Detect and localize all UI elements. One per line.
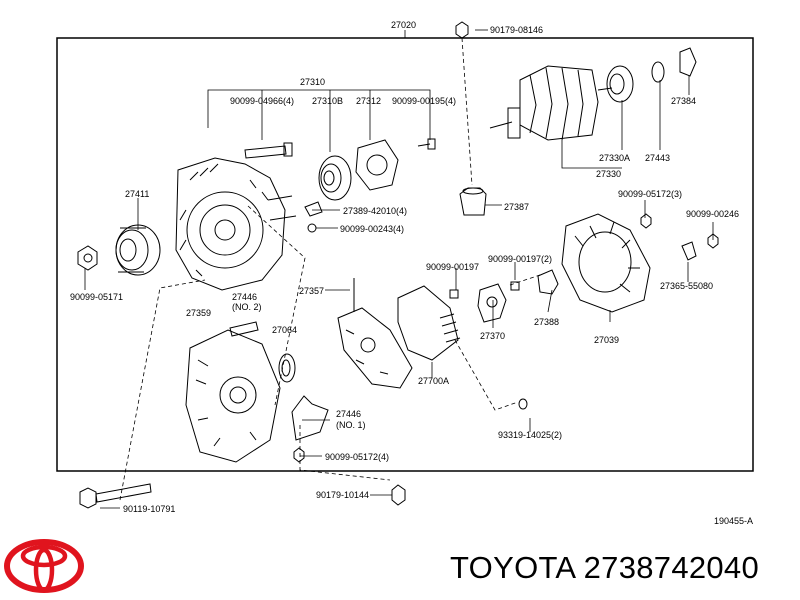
- rotor-27330: [489, 65, 613, 141]
- studs: [267, 195, 297, 221]
- nut-90099-05172-4: [293, 447, 305, 463]
- label-27370: 27370: [480, 331, 505, 341]
- label-27365-55080: 27365-55080: [660, 281, 713, 291]
- label-27039: 27039: [594, 335, 619, 345]
- label-27064: 27064: [272, 325, 297, 335]
- screw-90099-00195: [417, 138, 436, 150]
- part-labels: 27020 90179-08146 27310 90099-04966(4) 2…: [70, 20, 753, 526]
- label-27443: 27443: [645, 153, 670, 163]
- insulator-27446-no1: [291, 395, 329, 441]
- through-bolt-90119-10791: [79, 483, 152, 509]
- label-27700a: 27700A: [418, 376, 449, 386]
- label-93319-14025: 93319-14025(2): [498, 430, 562, 440]
- screw-93319-14025: [518, 398, 528, 410]
- label-27384: 27384: [671, 96, 696, 106]
- leader-lines: [84, 29, 714, 509]
- label-27446-no2-note: (NO. 2): [232, 302, 262, 312]
- insulator-27446-no2: [229, 321, 259, 337]
- washer-27389: [304, 201, 323, 217]
- dashed-alignment-lines: [119, 37, 541, 501]
- terminal-27370: [477, 283, 507, 323]
- plate-27388: [537, 269, 559, 295]
- label-90099-00197: 90099-00197: [426, 262, 479, 272]
- label-27446-no2: 27446: [232, 292, 257, 302]
- label-90099-00243: 90099-00243(4): [340, 224, 404, 234]
- pulley-27411: [115, 224, 161, 276]
- nut-90099-05171: [77, 245, 98, 271]
- label-90099-05172-3: 90099-05172(3): [618, 189, 682, 199]
- label-27359: 27359: [186, 308, 211, 318]
- bolt-27310-left: [244, 142, 293, 159]
- label-27020: 27020: [391, 20, 416, 30]
- label-27389-42010: 27389-42010(4): [343, 206, 407, 216]
- label-27446-no1: 27446: [336, 409, 361, 419]
- ring-27443: [651, 61, 665, 83]
- bearing-27310b: [318, 155, 352, 201]
- label-90099-04966: 90099-04966(4): [230, 96, 294, 106]
- regulator-27700a: [397, 285, 461, 361]
- gasket-27064: [278, 353, 296, 383]
- label-27312: 27312: [356, 96, 381, 106]
- brand-part-caption: TOYOTA 2738742040: [450, 550, 759, 586]
- nut-90179-10144: [391, 484, 406, 506]
- label-27446-no1-note: (NO. 1): [336, 420, 366, 430]
- rear-cover-27039: [561, 213, 651, 313]
- label-90099-05172-4: 90099-05172(4): [325, 452, 389, 462]
- label-27330: 27330: [596, 169, 621, 179]
- screw-90099-00243: [307, 223, 317, 233]
- brand-maker: TOYOTA: [450, 550, 575, 585]
- screw-90099-00197: [449, 289, 459, 299]
- label-27411: 27411: [125, 189, 149, 199]
- label-90099-00197-2: 90099-00197(2): [488, 254, 552, 264]
- bearing-27330a: [606, 65, 634, 103]
- brand-part-number: 2738742040: [583, 550, 760, 585]
- diagram-code: 190455-A: [714, 516, 753, 526]
- retainer-27312: [355, 139, 399, 191]
- label-90179-10144: 90179-10144: [316, 490, 369, 500]
- rear-frame-27359: [185, 329, 281, 463]
- label-90099-00195: 90099-00195(4): [392, 96, 456, 106]
- label-90119-10791: 90119-10791: [123, 504, 175, 514]
- rectifier-27357: [337, 278, 413, 389]
- bolt-90179-08146: [455, 21, 469, 39]
- label-90179-08146: 90179-08146: [490, 25, 543, 35]
- toyota-logo: [4, 539, 84, 593]
- insulator-27365: [681, 241, 697, 261]
- holder-27387: [459, 187, 487, 216]
- front-frame-27310: [175, 157, 286, 291]
- nut-90099-00246: [707, 233, 719, 249]
- label-27330a: 27330A: [599, 153, 630, 163]
- label-27310b: 27310B: [312, 96, 343, 106]
- ring-27384: [679, 47, 697, 77]
- label-90099-05171: 90099-05171: [70, 292, 123, 302]
- screw-90099-00197-2: [510, 281, 520, 291]
- nut-90099-05172-3: [640, 213, 652, 229]
- label-27387: 27387: [504, 202, 529, 212]
- label-27388: 27388: [534, 317, 559, 327]
- label-27310: 27310: [300, 77, 325, 87]
- label-27357: 27357: [299, 286, 324, 296]
- label-90099-00246: 90099-00246: [686, 209, 739, 219]
